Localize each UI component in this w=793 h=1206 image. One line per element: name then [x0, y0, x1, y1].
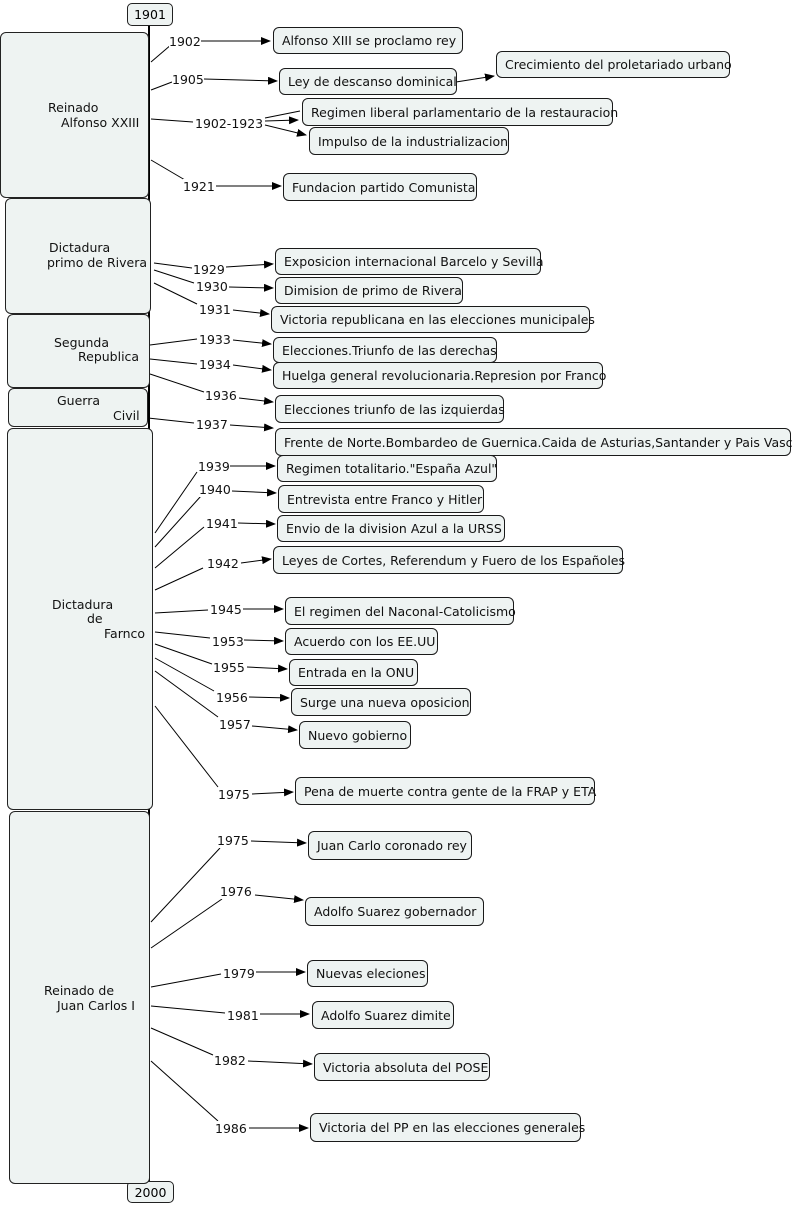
event-box: Regimen liberal parlamentario de la rest… — [302, 98, 618, 126]
event-box: Victoria republicana en las elecciones m… — [271, 306, 595, 333]
period-alfonso-xiii — [0, 32, 149, 198]
period-label: Guerra — [57, 393, 101, 408]
period-label: Segunda — [54, 335, 109, 350]
year-label: 1941 — [206, 516, 238, 531]
event-box: Regimen totalitario."España Azul" — [277, 455, 497, 482]
year-label: 1939 — [198, 459, 230, 474]
year-label: 1937 — [196, 417, 228, 432]
period-label: Dictadura — [49, 240, 111, 255]
event-box: Surge una nueva oposicion — [291, 688, 471, 716]
event-box: Exposicion internacional Barcelo y Sevil… — [275, 248, 544, 275]
event-box: Entrada en la ONU — [289, 659, 418, 686]
event-box: Acuerdo con los EE.UU — [285, 628, 438, 655]
year-label: 1975 — [217, 833, 249, 848]
year-label: 1934 — [199, 357, 231, 372]
year-label: 1982 — [214, 1053, 246, 1068]
year-label: 1975 — [218, 787, 250, 802]
year-label: 1933 — [199, 332, 231, 347]
period-guerra-civil — [8, 388, 148, 427]
event-box: Dimision de primo de Rivera — [275, 277, 463, 304]
event-box: Alfonso XIII se proclamo rey — [273, 27, 463, 54]
event-box: Ley de descanso dominical — [279, 68, 457, 95]
period-juan-carlos-i — [9, 811, 150, 1184]
period-segunda-republica — [7, 314, 150, 388]
event-box: El regimen del Naconal-Catolicismo — [285, 597, 516, 625]
event-box: Entrevista entre Franco y Hitler — [278, 485, 484, 513]
year-label: 1936 — [205, 388, 237, 403]
event-box: Elecciones.Triunfo de las derechas — [273, 337, 497, 363]
period-label: Civil — [113, 408, 140, 423]
year-label: 1956 — [216, 690, 248, 705]
year-label: 1921 — [183, 179, 215, 194]
year-label: 1945 — [210, 602, 242, 617]
year-label: 1942 — [207, 556, 239, 571]
year-label: 1902-1923 — [195, 116, 264, 131]
year-label: 1940 — [199, 482, 231, 497]
event-box: Nuevo gobierno — [299, 721, 411, 749]
year-label: 1955 — [213, 660, 245, 675]
event-box: Juan Carlo coronado rey — [308, 831, 472, 860]
event-box: Pena de muerte contra gente de la FRAP y… — [295, 777, 596, 805]
event-box: Leyes de Cortes, Referendum y Fuero de l… — [273, 546, 625, 574]
period-label: primo de Rivera — [47, 255, 147, 270]
event-box: Elecciones triunfo de las izquierdas — [275, 395, 505, 423]
year-label: 1986 — [215, 1121, 247, 1136]
event-box: Huelga general revolucionaria.Represion … — [273, 362, 606, 389]
period-label: Reinado — [48, 100, 99, 115]
event-box: Crecimiento del proletariado urbano — [496, 51, 732, 78]
event-box: Impulso de la industrializacion — [309, 127, 509, 155]
year-label: 1905 — [172, 72, 204, 87]
event-box: Victoria absoluta del POSE — [314, 1053, 490, 1081]
year-label: 1929 — [193, 262, 225, 277]
timeline-start: 1901 — [127, 3, 173, 26]
period-label: Juan Carlos I — [57, 998, 135, 1013]
year-label: 1976 — [220, 884, 252, 899]
year-label: 1931 — [199, 302, 231, 317]
period-label: de — [87, 611, 103, 626]
year-label: 1902 — [169, 34, 201, 49]
period-label: Farnco — [104, 626, 146, 641]
event-box: Adolfo Suarez dimite — [312, 1001, 454, 1029]
period-label: Republica — [78, 349, 140, 364]
year-label: 1981 — [227, 1008, 259, 1023]
event-box: Frente de Norte.Bombardeo de Guernica.Ca… — [275, 428, 793, 456]
period-dictadura-franco — [7, 428, 153, 810]
event-box: Fundacion partido Comunista — [283, 173, 477, 201]
year-label: 1953 — [212, 634, 244, 649]
period-primo-de-rivera — [5, 198, 151, 314]
timeline-end: 2000 — [127, 1181, 174, 1203]
event-box: Envio de la division Azul a la URSS — [277, 515, 505, 542]
event-box: Victoria del PP en las elecciones genera… — [310, 1113, 585, 1142]
event-box: Nuevas eleciones — [307, 960, 428, 987]
year-label: 1930 — [196, 279, 228, 294]
year-label: 1979 — [223, 966, 255, 981]
period-label: Alfonso XXIII — [61, 115, 140, 130]
event-box: Adolfo Suarez gobernador — [305, 897, 484, 926]
period-label: Reinado de — [44, 983, 115, 998]
period-label: Dictadura — [52, 597, 114, 612]
year-label: 1957 — [219, 717, 251, 732]
